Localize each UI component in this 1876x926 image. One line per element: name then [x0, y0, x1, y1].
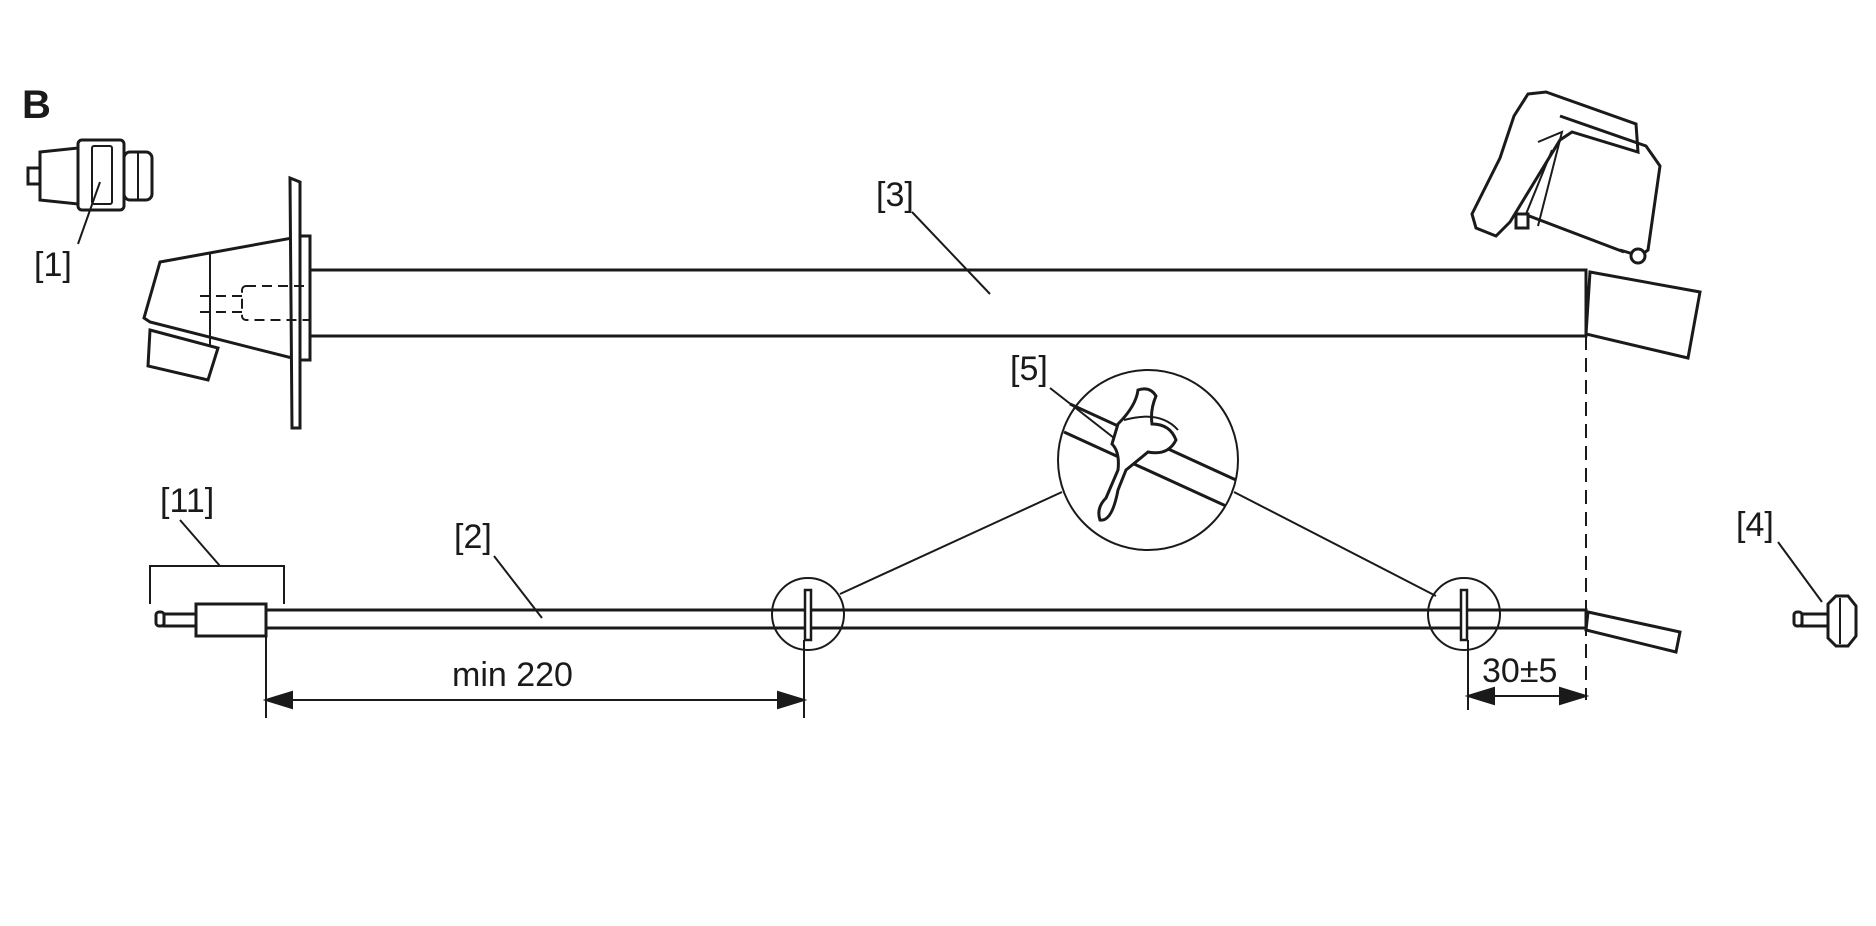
part-4-fitting [1792, 594, 1858, 648]
dimension-min-220 [262, 636, 808, 718]
part-2-rod [264, 608, 1588, 630]
clamp-tool [1470, 90, 1662, 265]
label-part-4: [4] [1736, 506, 1774, 544]
panel-letter: B [22, 83, 51, 127]
part-2-rod-tip [154, 602, 268, 638]
detail-line-left [839, 491, 1063, 595]
label-part-1: [1] [34, 246, 72, 284]
part-2-rod-end [1584, 610, 1682, 654]
part-11-bracket [149, 565, 285, 604]
label-part-2: [2] [454, 518, 492, 556]
spacer-right [1459, 588, 1469, 642]
leader-line-2 [493, 555, 543, 619]
label-part-5: [5] [1010, 350, 1048, 388]
dimension-label-min-220: min 220 [452, 656, 573, 694]
dimension-30-5 [1464, 640, 1590, 710]
leader-line-3 [911, 211, 991, 295]
part-3-end-cap [1584, 270, 1702, 360]
part-3-tube [308, 268, 1588, 338]
leader-line-1 [77, 181, 101, 245]
leader-line-4 [1777, 541, 1823, 603]
spacer-circle-left [771, 577, 845, 651]
part-3-head [142, 175, 312, 430]
spacer-circle-right [1427, 577, 1501, 651]
detail-line-right [1233, 491, 1437, 597]
dimension-label-30-5: 30±5 [1482, 652, 1557, 690]
leader-line-11 [179, 519, 221, 567]
spacer-left [803, 588, 813, 642]
label-part-3: [3] [876, 176, 914, 214]
spacer-detail-view [1057, 369, 1239, 551]
leader-line-5 [1049, 387, 1115, 439]
label-part-11: [11] [160, 482, 214, 520]
part-1-connector [26, 138, 154, 212]
